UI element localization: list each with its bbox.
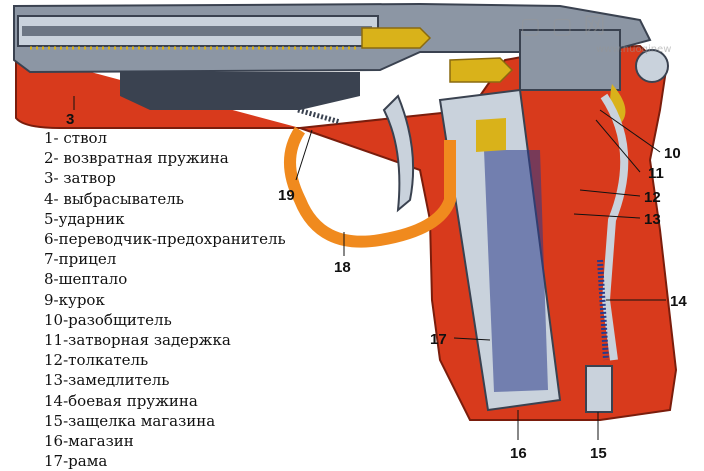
callout-16: 16 — [510, 445, 527, 462]
leader-13 — [573, 213, 641, 219]
legend-item: 7-прицел — [44, 250, 117, 269]
rear-spring-arm — [600, 93, 629, 361]
legend-item: 11-затворная задержка — [44, 331, 231, 350]
callout-11: 11 — [648, 165, 664, 182]
legend-item: 9-курок — [44, 290, 105, 309]
barrel-bore — [22, 26, 372, 36]
mainspring — [597, 259, 609, 361]
callout-15: 15 — [590, 445, 607, 462]
callout-18: 18 — [334, 259, 351, 276]
watermark: ▢ ▢ 网 — [520, 14, 608, 39]
callout-10: 10 — [664, 145, 681, 162]
leader-10 — [599, 109, 661, 153]
watermark-url: www.huoqinew — [596, 44, 672, 55]
legend-item: 13-замедлитель — [44, 371, 170, 390]
trigger-guard — [284, 126, 456, 248]
leader-17 — [453, 337, 491, 341]
legend-item: 16-магазин — [44, 432, 134, 451]
callout-3: 3 — [66, 111, 74, 128]
hammer — [635, 49, 669, 83]
legend-item: 5-ударник — [44, 209, 125, 228]
legend-item: 12-толкатель — [44, 351, 149, 370]
hammer-block — [519, 29, 621, 91]
legend-item: 1- ствол — [44, 129, 108, 147]
parts-legend: 1- ствол 2- возвратная пружина 3- затвор… — [44, 128, 334, 471]
callout-13: 13 — [644, 211, 661, 228]
leader-11 — [595, 119, 641, 173]
leader-12 — [579, 189, 641, 197]
callout-19: 19 — [278, 187, 295, 204]
legend-item: 10-разобщитель — [44, 310, 172, 329]
magazine-catch — [585, 365, 613, 413]
legend-item: 8-шептало — [44, 270, 128, 289]
legend-item: 17-рама — [44, 452, 108, 471]
magazine-follower — [476, 118, 506, 152]
legend-item: 6-переводчик-предохранитель — [44, 230, 286, 249]
callout-17: 17 — [430, 331, 447, 348]
cartridge-top — [449, 57, 514, 83]
slide-underside — [120, 72, 360, 110]
legend-item: 4- выбрасыватель — [44, 189, 184, 208]
callout-14: 14 — [670, 293, 687, 310]
trigger-spring — [297, 107, 341, 125]
trigger — [382, 94, 415, 213]
magazine-spring — [484, 150, 548, 392]
legend-item: 14-боевая пружина — [44, 391, 198, 410]
callout-12: 12 — [644, 189, 661, 206]
legend-item: 15-защелка магазина — [44, 411, 216, 430]
cartridge-chamber — [361, 27, 432, 49]
legend-item: 3- затвор — [44, 169, 116, 188]
legend-item: 2- возвратная пружина — [44, 149, 229, 168]
leader-19 — [295, 129, 313, 181]
